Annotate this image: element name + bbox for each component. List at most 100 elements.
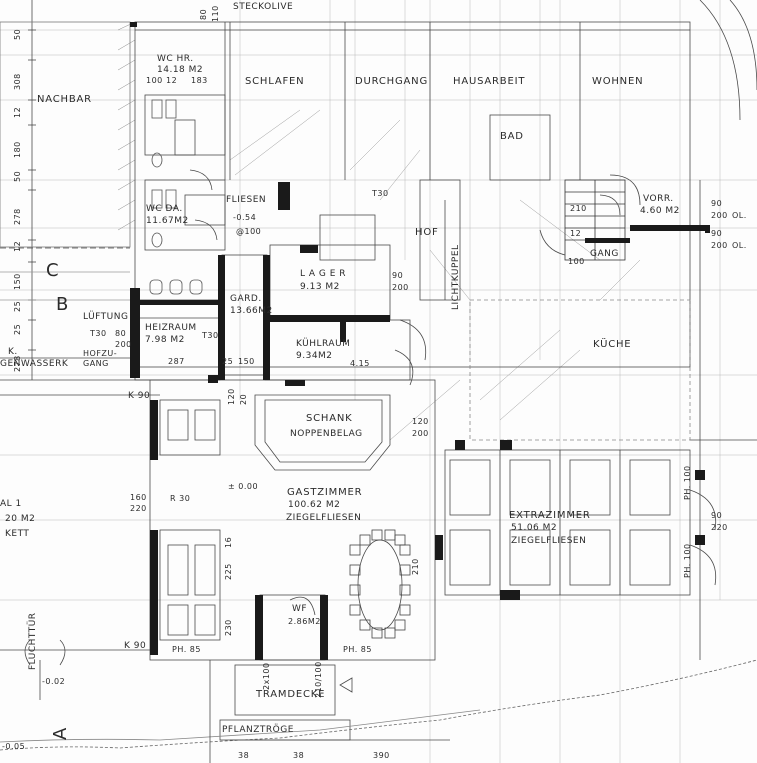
dim-90-ol: 90 [711,199,723,208]
room-lager-area: 9.13 M2 [300,282,340,292]
left-dim-5: 50 [13,170,22,182]
left-dim-1: 50 [13,28,22,40]
dim-wc-a: 100 [146,76,163,85]
dim-415: 4.15 [350,359,370,368]
dim-200-lager: 200 [392,283,409,292]
ph85-b: PH. 85 [343,645,372,654]
axis-b: B [56,294,69,315]
dim-wc-c: 183 [191,76,208,85]
walls [130,22,710,660]
ph100-b: PH. 100 [683,543,692,578]
dim-287: 287 [168,357,185,366]
k90-bottom: K 90 [124,641,147,651]
diagonal-lines [229,109,641,441]
room-gang: GANG [590,249,619,259]
dim-110: 110 [211,5,220,22]
room-durchgang: DURCHGANG [355,76,428,87]
room-hausarbeit: HAUSARBEIT [453,76,526,87]
luftung-label: LÜFTUNG [83,312,129,322]
dim-230: 230 [224,619,233,636]
left-dim-4: 180 [13,141,22,158]
lichtkuppel-label: LICHTKUPPEL [451,244,461,310]
dim-25: 25 [222,357,234,366]
room-tramdecke: TRAMDECKE [256,689,326,700]
partial-al: AL 1 [0,499,22,509]
steckolive-label: STECKOLIVE [233,2,294,12]
dim-120-schank: 120 [412,417,429,426]
dim-200-ol2: 200 [711,241,728,250]
room-hof: HOF [415,227,439,238]
dim-220: 220 [130,504,147,513]
dim-220-ext: 220 [711,523,728,532]
hoehe-fliesen: @100 [236,227,262,236]
pflanztroge-label: PFLANZTRÖGE [222,725,294,735]
level-005: -0.05 [2,742,26,751]
partial-kett: KETT [5,529,30,539]
dim-90-lager: 90 [392,271,404,280]
room-lager: L A G E R [300,269,347,279]
room-wc-da: WC DA. [146,204,183,214]
room-vorr: VORR. [643,194,674,204]
ph85-a: PH. 85 [172,645,201,654]
fluchttur-label: FLUCHTTÜR [28,612,38,670]
dim-16: 16 [224,536,233,548]
t30-luftung: T30 [90,329,107,338]
room-gard: GARD. [230,294,262,304]
hofzugang-1: HOFZU- [83,349,118,358]
hofzugang-2: GANG [83,359,109,368]
dim-wc-b: 12 [166,76,178,85]
axis-c: C [46,260,60,281]
room-kuhlraum: KÜHLRAUM [296,339,351,349]
t30-hof: T30 [372,189,389,198]
dim-12-stair: 12 [570,229,582,238]
room-gard-area: 13.66M2 [230,306,273,316]
left-dim-11: 278 [13,355,22,372]
room-wohnen: WOHNEN [592,76,644,87]
bottom-dim-1: 38 [238,751,250,760]
dim-200-ol: 200 [711,211,728,220]
room-schank: SCHANK [306,413,353,424]
axis-a: A [50,727,71,740]
left-dim-6: 278 [13,208,22,225]
room-fliesen: FLIESEN [226,195,267,205]
room-wc-hr-area: 14.18 M2 [157,65,204,75]
room-heizraum-area: 7.98 M2 [145,335,185,345]
dim-200-luft: 200 [115,340,132,349]
room-gastzimmer: GASTZIMMER [287,487,363,498]
dim-120-left: 120 [227,388,236,405]
level-fliesen: -0.54 [233,213,257,222]
left-dim-3: 12 [13,106,22,118]
room-wc-hr: WC HR. [157,54,194,64]
dim-160: 160 [130,493,147,502]
dim-90-ol2: 90 [711,229,723,238]
left-dim-7: 12 [13,240,22,252]
dim-2x100: 2x100 [262,662,271,690]
ph100-a: PH. 100 [683,465,692,500]
schank-belag: NOPPENBELAG [290,429,363,439]
dim-80: 80 [199,8,208,20]
bottom-dim-3: 390 [373,751,390,760]
t30-heiz: T30 [202,331,219,340]
dim-20-left: 20 [239,393,248,405]
partial-m2: 20 M2 [5,514,36,524]
room-kuche: KÜCHE [593,339,632,350]
dim-210-table: 210 [411,558,420,575]
room-nachbar: NACHBAR [37,94,92,105]
left-dim-10: 25 [13,323,22,335]
level-000: ± 0.00 [228,482,259,491]
ol-label: OL. [732,211,747,220]
left-dim-8: 150 [13,273,22,290]
room-extrazimmer: EXTRAZIMMER [509,510,591,521]
level-002: -0.02 [42,677,66,686]
partial-k: K. [8,347,18,357]
room-kuhlraum-area: 9.34M2 [296,351,333,361]
room-heizraum: HEIZRAUM [145,323,197,333]
room-wc-da-area: 11.67M2 [146,216,189,226]
dim-210-stair: 210 [570,204,587,213]
room-schlafen: SCHLAFEN [245,76,305,87]
dim-90-ext: 90 [711,511,723,520]
left-dim-2: 308 [13,73,22,90]
ol-label-2: OL. [732,241,747,250]
